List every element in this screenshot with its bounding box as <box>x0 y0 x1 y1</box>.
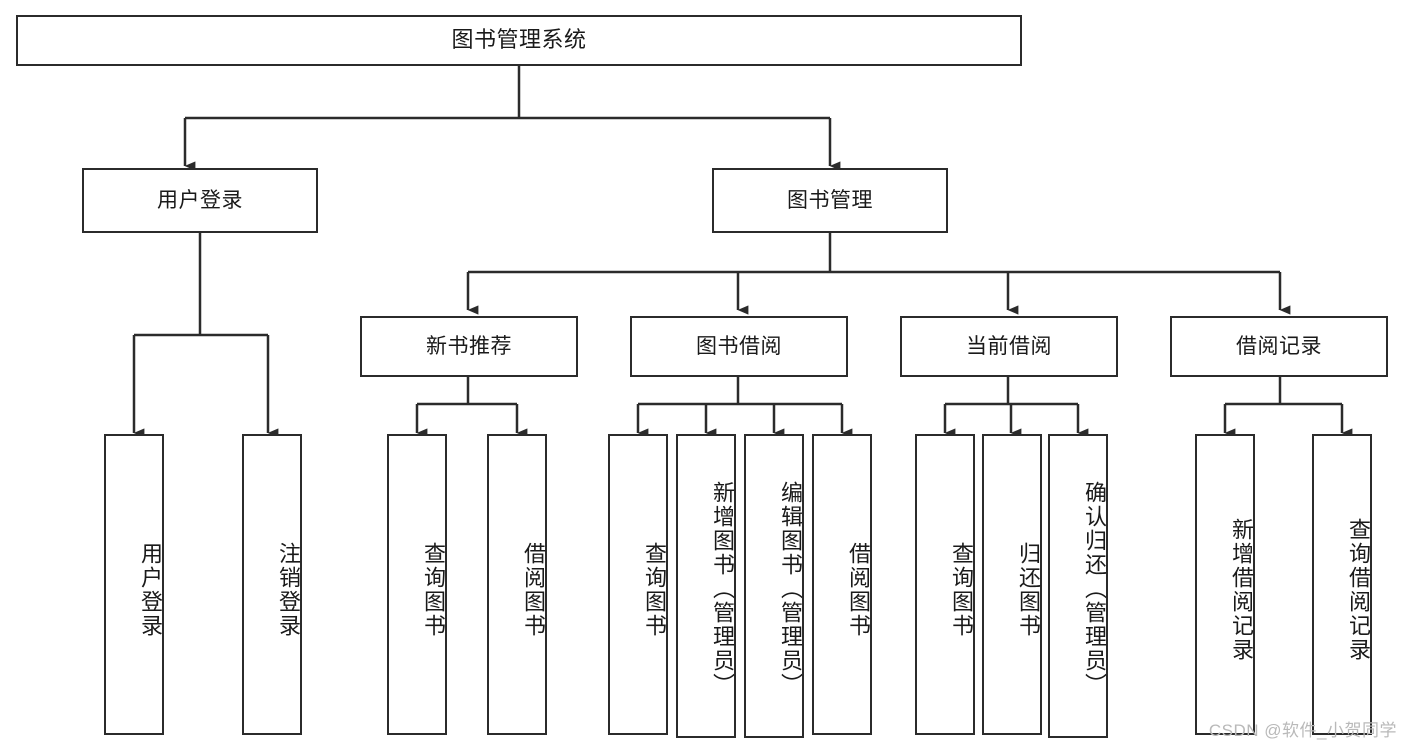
leaf-newbook-query-book[interactable]: 查询图书 <box>387 434 447 735</box>
leaf-current-return-book-label: 归还图书 <box>1016 541 1041 638</box>
node-root[interactable]: 图书管理系统 <box>16 15 1022 66</box>
leaf-current-query-book-label: 查询图书 <box>949 541 974 638</box>
leaf-user-login-label: 用户登录 <box>138 541 163 638</box>
leaf-current-confirm-return-admin-label: 确认归还（管理员） <box>1082 481 1107 697</box>
leaf-borrow-query-book-label: 查询图书 <box>642 541 667 638</box>
node-current-borrow[interactable]: 当前借阅 <box>900 316 1118 377</box>
node-new-book-recommend[interactable]: 新书推荐 <box>360 316 578 377</box>
leaf-newbook-borrow-book[interactable]: 借阅图书 <box>487 434 547 735</box>
csdn-watermark: CSDN @软件_小贺同学 <box>1208 721 1397 740</box>
node-book-borrow-label: 图书借阅 <box>696 334 782 358</box>
leaf-records-query-record[interactable]: 查询借阅记录 <box>1312 434 1372 735</box>
leaf-borrow-query-book[interactable]: 查询图书 <box>608 434 668 735</box>
leaf-records-add-record[interactable]: 新增借阅记录 <box>1195 434 1255 735</box>
leaf-current-return-book[interactable]: 归还图书 <box>982 434 1042 735</box>
node-book-management-label: 图书管理 <box>787 188 873 212</box>
leaf-borrow-add-book-admin[interactable]: 新增图书（管理员） <box>676 434 736 738</box>
node-book-management[interactable]: 图书管理 <box>712 168 948 233</box>
leaf-current-confirm-return-admin[interactable]: 确认归还（管理员） <box>1048 434 1108 738</box>
leaf-records-query-record-label: 查询借阅记录 <box>1346 517 1371 662</box>
node-root-label: 图书管理系统 <box>451 27 587 53</box>
leaf-borrow-edit-book-admin-label: 编辑图书（管理员） <box>778 481 803 697</box>
leaf-newbook-query-book-label: 查询图书 <box>421 541 446 638</box>
leaf-borrow-edit-book-admin[interactable]: 编辑图书（管理员） <box>744 434 804 738</box>
leaf-records-add-record-label: 新增借阅记录 <box>1229 517 1254 662</box>
node-new-book-recommend-label: 新书推荐 <box>426 334 512 358</box>
node-book-borrow[interactable]: 图书借阅 <box>630 316 848 377</box>
leaf-borrow-borrow-book-label: 借阅图书 <box>846 541 871 638</box>
leaf-current-query-book[interactable]: 查询图书 <box>915 434 975 735</box>
leaf-newbook-borrow-book-label: 借阅图书 <box>521 541 546 638</box>
leaf-logout-label: 注销登录 <box>276 541 301 638</box>
leaf-user-login[interactable]: 用户登录 <box>104 434 164 735</box>
node-current-borrow-label: 当前借阅 <box>966 334 1052 358</box>
leaf-borrow-borrow-book[interactable]: 借阅图书 <box>812 434 872 735</box>
node-borrow-records-label: 借阅记录 <box>1236 334 1322 358</box>
node-borrow-records[interactable]: 借阅记录 <box>1170 316 1388 377</box>
leaf-logout[interactable]: 注销登录 <box>242 434 302 735</box>
node-user-login[interactable]: 用户登录 <box>82 168 318 233</box>
leaf-borrow-add-book-admin-label: 新增图书（管理员） <box>710 481 735 697</box>
node-user-login-label: 用户登录 <box>157 188 243 212</box>
